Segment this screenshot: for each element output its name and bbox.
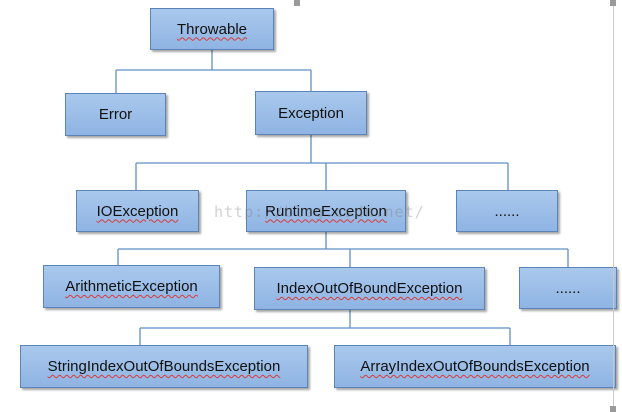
node-error[interactable]: Error [65, 93, 166, 136]
node-ioexception[interactable]: IOException [76, 190, 199, 232]
node-runtimeexception-label: RuntimeException [265, 202, 387, 220]
node-runtimeexception[interactable]: RuntimeException [246, 190, 406, 232]
node-arrayindexoutofboundsexception-label: ArrayIndexOutOfBoundsException [360, 358, 590, 375]
node-indexoutofboundexception[interactable]: IndexOutOfBoundException [254, 267, 485, 310]
node-stringindexoutofboundsexception[interactable]: StringIndexOutOfBoundsException [20, 345, 308, 388]
node-exception[interactable]: Exception [255, 91, 367, 135]
node-exception-more[interactable]: ...... [456, 190, 558, 232]
node-arrayindexoutofboundsexception[interactable]: ArrayIndexOutOfBoundsException [334, 345, 616, 388]
node-exception-label: Exception [278, 104, 344, 122]
resize-handle-bottom-right[interactable] [610, 406, 616, 412]
node-runtime-more[interactable]: ...... [519, 267, 617, 309]
node-throwable[interactable]: Throwable [150, 8, 274, 50]
node-indexoutofboundexception-label: IndexOutOfBoundException [276, 280, 463, 297]
watermark-text: http://blog.csdn.net/ [214, 203, 425, 221]
node-ioexception-label: IOException [96, 202, 179, 220]
resize-handle-top-right[interactable] [610, 0, 616, 6]
resize-handle-top[interactable] [294, 0, 300, 6]
node-throwable-label: Throwable [176, 20, 248, 38]
node-runtime-more-label: ...... [555, 279, 581, 297]
node-error-label: Error [98, 106, 133, 123]
node-arithmeticexception-label: ArithmeticException [65, 278, 198, 295]
node-arithmeticexception[interactable]: ArithmeticException [43, 265, 220, 308]
node-exception-more-label: ...... [494, 202, 520, 220]
canvas-right-border [613, 0, 614, 412]
node-stringindexoutofboundsexception-label: StringIndexOutOfBoundsException [47, 358, 281, 375]
